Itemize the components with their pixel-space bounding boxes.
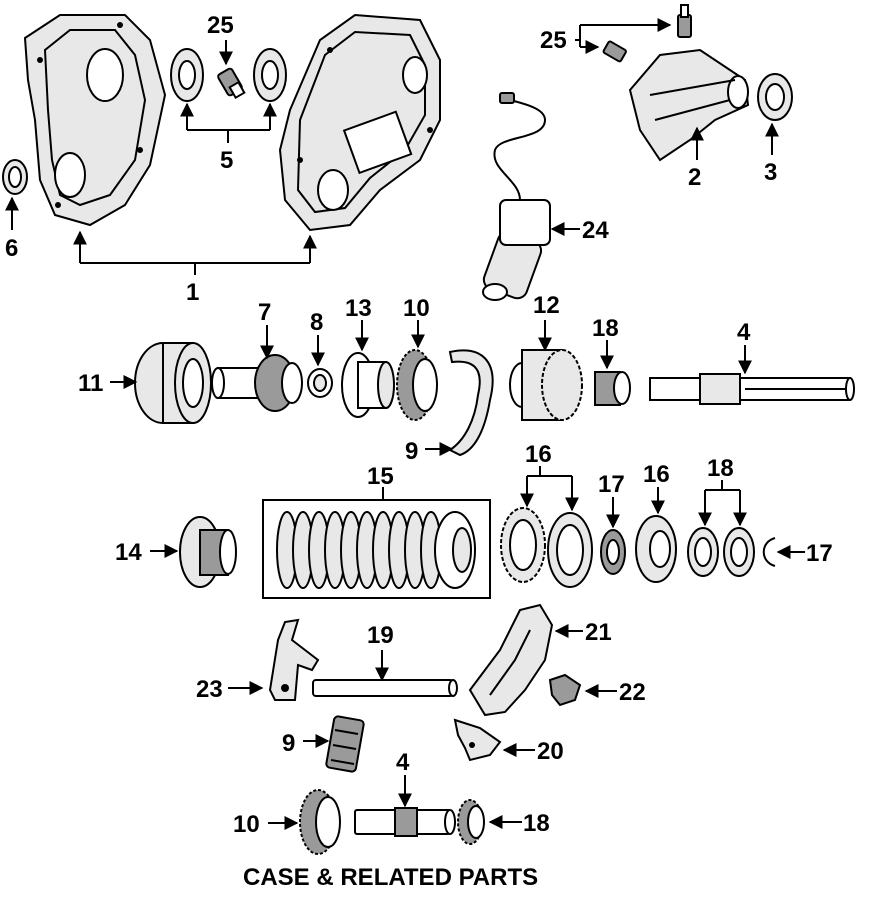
callout-18-pair: 18 [707, 455, 734, 482]
callout-16-pair: 16 [525, 441, 552, 468]
lever-part-22 [548, 673, 582, 707]
callout-20: 20 [537, 738, 564, 765]
shift-cam-part-21 [468, 603, 554, 717]
callout-22: 22 [619, 679, 646, 706]
planetary-carrier-part-11 [134, 342, 212, 424]
diagram-caption: CASE & RELATED PARTS [243, 864, 538, 891]
sensor-part-25-left [217, 67, 246, 100]
callout-11: 11 [78, 370, 103, 397]
callout-5: 5 [220, 147, 233, 174]
input-gear-part-7 [211, 354, 303, 412]
rear-case-half [278, 13, 441, 232]
callout-18-mid: 18 [592, 315, 619, 342]
ring-part-8 [307, 368, 333, 398]
bearing-left-part-5 [170, 48, 204, 102]
callout-25-left: 25 [207, 12, 234, 39]
callout-15: 15 [367, 463, 394, 490]
front-case-half [23, 14, 167, 227]
snap-ring-part-17-right [762, 537, 776, 567]
bracket-part-20 [453, 718, 502, 762]
clutch-plate-part-16-b [547, 512, 593, 588]
shaft-part-4-bottom [354, 807, 456, 837]
shift-fork-part-23 [268, 618, 320, 701]
callout-14: 14 [115, 539, 142, 566]
callout-6: 6 [5, 235, 18, 262]
bearing-right-part-5 [253, 48, 287, 102]
callout-7: 7 [258, 299, 271, 326]
callout-23: 23 [196, 676, 223, 703]
callout-17-mid: 17 [598, 471, 625, 498]
driven-sprocket-part-12 [509, 349, 583, 421]
sprocket-part-10-bottom [299, 789, 341, 855]
callout-10-bottom: 10 [233, 811, 260, 838]
callout-21: 21 [585, 619, 612, 646]
piston-part-16-single [635, 515, 677, 583]
bearing-part-14 [179, 516, 237, 588]
callout-10-mid: 10 [403, 295, 430, 322]
callout-25-right: 25 [540, 27, 567, 54]
drive-sprocket-part-10-mid [396, 349, 438, 421]
sensor-part-25-right-a [677, 4, 692, 38]
output-shaft-part-4-top [649, 373, 855, 405]
callout-16-single: 16 [643, 461, 670, 488]
callout-19: 19 [367, 622, 394, 649]
callout-17-right: 17 [806, 540, 833, 567]
callout-24: 24 [582, 217, 609, 244]
callout-13: 13 [345, 295, 372, 322]
clutch-pack-part-15 [262, 499, 491, 599]
bearing-part-18-a [687, 527, 719, 577]
shift-rail-part-19 [312, 679, 458, 697]
sensor-part-25-right-b [602, 40, 627, 63]
callout-4-bottom: 4 [396, 749, 410, 776]
callout-12: 12 [533, 292, 560, 319]
hub-part-13 [341, 352, 395, 418]
extension-housing-part-2 [628, 48, 750, 162]
gear-part-18-bottom [457, 799, 485, 845]
callout-2: 2 [688, 164, 701, 191]
callout-9-bottom: 9 [282, 730, 295, 757]
seal-part-6 [2, 159, 28, 195]
drive-chain-part-9-mid [448, 349, 494, 457]
seal-part-3 [757, 73, 793, 121]
callout-1: 1 [186, 279, 199, 306]
chain-part-9-bottom [325, 715, 365, 773]
callout-4-top: 4 [737, 319, 751, 346]
shift-motor-part-24 [482, 92, 551, 301]
bearing-part-18-mid [594, 371, 631, 406]
callout-8: 8 [310, 309, 323, 336]
callout-18-bottom: 18 [523, 810, 550, 837]
spring-part-17-mid [600, 529, 626, 575]
callout-9-mid: 9 [405, 438, 418, 465]
bearing-part-18-b [723, 527, 755, 577]
callout-3: 3 [764, 159, 777, 186]
clutch-plate-part-16-a [500, 507, 546, 583]
